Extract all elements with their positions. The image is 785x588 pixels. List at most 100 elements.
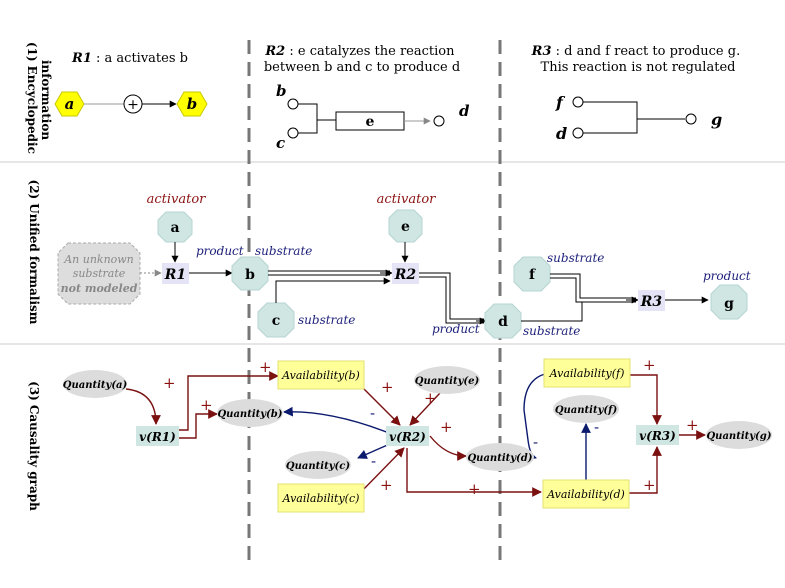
hex-node-b: b xyxy=(176,91,208,117)
causal-edge-availb-to-vr2 xyxy=(363,388,401,426)
v-r2-node: v(R2) xyxy=(386,426,429,446)
r3-description-label: R3 xyxy=(531,44,552,59)
availability-b-node: Availability(b) xyxy=(277,360,365,390)
reaction-label-r1: R1 xyxy=(164,267,186,283)
r1-description-label: R1 xyxy=(71,51,92,66)
section-title-3-number: (3) xyxy=(27,381,41,401)
availability-f-label: Availability(f) xyxy=(549,367,625,380)
hex-node-a-label: a xyxy=(65,95,75,113)
r2-port-b xyxy=(287,98,299,110)
r3-description: R3 : d and f react to produce g. This re… xyxy=(531,44,745,75)
octagon-node-g: g xyxy=(710,284,748,320)
r2-merge-lines xyxy=(298,103,336,134)
r3-description-line-2: This reaction is not regulated xyxy=(541,60,736,75)
r3-merge-lines xyxy=(583,101,685,134)
v-r1-label: v(R1) xyxy=(139,430,176,444)
section-title-2: (2)Unified formalism xyxy=(27,180,41,325)
quantity-c-label: Quantity(c) xyxy=(286,461,350,472)
octagon-node-d-label: d xyxy=(498,314,508,330)
causal-edge-vr1-to-availb xyxy=(179,371,279,431)
causal-edge-qa-to-vr1 xyxy=(125,388,161,425)
r2-port-d xyxy=(433,115,445,127)
unknown-substrate-line-3: not modeled xyxy=(61,282,138,295)
availability-d-label: Availability(d) xyxy=(546,488,625,501)
octagon-node-g-label: g xyxy=(724,296,734,312)
sign-availd-qf: - xyxy=(594,418,599,436)
octagon-node-f: f xyxy=(513,256,551,292)
v-r2-label: v(R2) xyxy=(389,430,426,444)
section-title-1: (1) Encyclopedic information xyxy=(25,42,53,158)
octagon-node-d: d xyxy=(484,303,522,339)
causal-edge-qe-to-vr2 xyxy=(409,392,441,426)
section-title-1-line-1: (1) xyxy=(25,42,39,62)
reaction-label-r2: R2 xyxy=(394,267,417,283)
r2-node-d: d xyxy=(459,102,470,120)
reaction-box-r2 xyxy=(392,263,419,284)
unknown-substrate-line-1: An unknown xyxy=(63,253,134,266)
sign-vr2-qd: + xyxy=(440,418,453,436)
causal-edge-vr2-to-qb xyxy=(283,406,390,434)
sign-vr2-availd: + xyxy=(468,480,481,498)
quantity-d-label: Quantity(d) xyxy=(467,453,532,464)
r1-description: R1 : a activates b xyxy=(71,51,188,66)
octagon-node-e-label: e xyxy=(401,219,410,235)
section-title-2-number: (2) xyxy=(27,180,41,200)
quantity-e-label: Quantity(e) xyxy=(415,376,480,387)
r1-description-text: : a activates b xyxy=(92,51,188,66)
edge-d-to-r3 xyxy=(521,302,583,322)
availability-d-node: Availability(d) xyxy=(542,479,630,509)
causal-edge-vr2-to-qd xyxy=(429,435,467,461)
quantity-b-node: Quantity(b) xyxy=(217,399,283,427)
edge-r2-to-d xyxy=(419,272,484,324)
section-title-1-line-2: information xyxy=(39,60,53,140)
octagon-node-a: a xyxy=(157,211,193,243)
activator-label-e: activator xyxy=(377,192,437,207)
v-r3-label: v(R3) xyxy=(639,429,676,443)
sign-vr1-qb: + xyxy=(200,396,213,414)
r2-description-line-1: : e catalyzes the reaction xyxy=(285,44,455,59)
reaction-box-r3 xyxy=(638,290,665,311)
hex-node-a: a xyxy=(54,91,85,117)
octagon-node-c: c xyxy=(257,302,295,338)
r3-node-d: d xyxy=(556,124,567,143)
quantity-a-label: Quantity(a) xyxy=(63,380,128,391)
causal-edge-vr2-to-availd xyxy=(406,448,542,497)
edge-c-to-r2 xyxy=(275,277,391,303)
r2-node-c: c xyxy=(276,134,285,152)
availability-f-node: Availability(f) xyxy=(543,358,631,388)
octagon-node-e: e xyxy=(388,209,423,243)
section-title-1-line-1b: Encyclopedic xyxy=(25,66,39,154)
r2-description-label: R2 xyxy=(264,44,285,59)
reaction-box-r1 xyxy=(162,263,189,284)
sign-availd-vr3: + xyxy=(643,476,656,494)
r2-description: R2 : e catalyzes the reaction between b … xyxy=(264,44,460,75)
quantity-g-label: Quantity(g) xyxy=(706,431,771,442)
sign-availb-vr2: + xyxy=(381,378,394,396)
edge-f-to-r3 xyxy=(550,273,636,303)
section-title-3-text: Causality graph xyxy=(27,405,41,511)
sign-vr1-availb: + xyxy=(259,358,272,376)
v-r1-node: v(R1) xyxy=(136,426,179,446)
substrate-label-c: substrate xyxy=(298,313,355,327)
r3-port-g xyxy=(685,113,697,125)
substrate-label-f: substrate xyxy=(547,251,604,265)
r3-port-f xyxy=(572,96,584,108)
quantity-b-label: Quantity(b) xyxy=(217,409,282,420)
quantity-f-label: Quantity(f) xyxy=(555,405,618,416)
product-label-g: product xyxy=(703,269,751,283)
r2-description-line-2: between b and c to produce d xyxy=(264,60,460,75)
sign-vr2-qc: - xyxy=(371,452,376,470)
product-label-r1: product xyxy=(196,244,244,258)
r3-description-line-1: : d and f react to produce g. xyxy=(552,44,741,59)
unknown-substrate-box: An unknown substrate not modeled xyxy=(57,242,141,305)
hex-node-b-label: b xyxy=(187,95,198,113)
r3-node-g: g xyxy=(711,110,722,129)
sign-qe-vr2: + xyxy=(424,389,437,407)
octagon-node-c-label: c xyxy=(272,313,281,329)
quantity-g-node: Quantity(g) xyxy=(706,421,772,449)
causal-edge-availf-to-vr3 xyxy=(629,374,662,425)
availability-c-node: Availability(c) xyxy=(277,483,365,513)
sign-availf-vr3: + xyxy=(643,356,656,374)
unknown-substrate-line-2: substrate xyxy=(73,267,126,280)
